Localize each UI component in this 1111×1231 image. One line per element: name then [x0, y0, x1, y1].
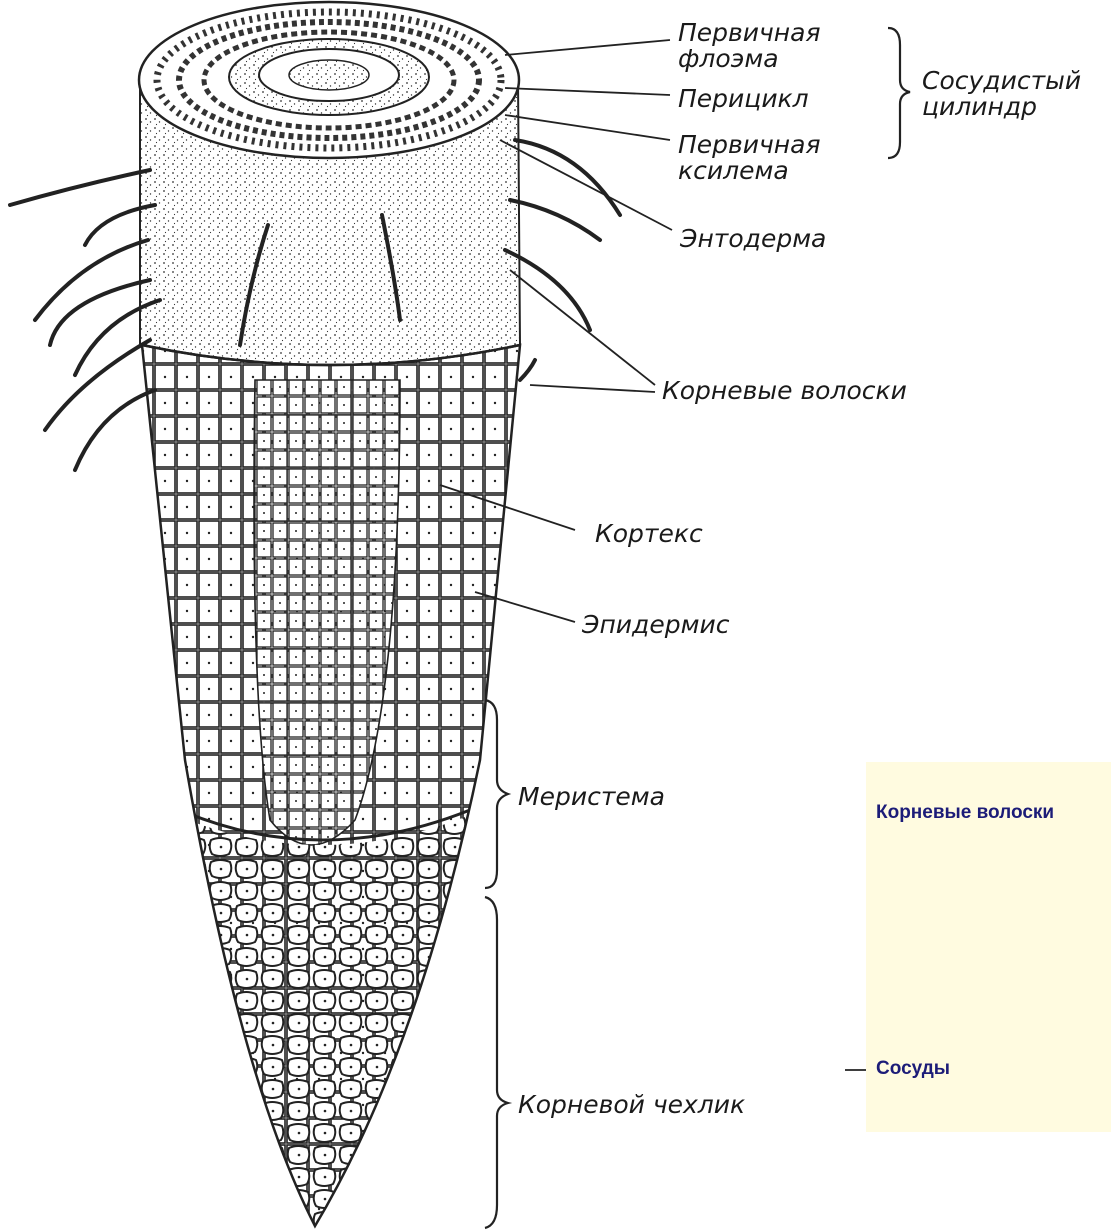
label-primary-phloem: Первичная флоэма	[678, 20, 821, 72]
label-vascular-cylinder: Сосудистый цилиндр	[922, 68, 1081, 120]
label-pericycle: Перицикл	[678, 86, 809, 112]
label-primary-xylem: Первичная ксилема	[678, 132, 821, 184]
root-cross-section	[139, 2, 519, 158]
label-epidermis: Эпидермис	[582, 612, 729, 638]
label-endoderm: Энтодерма	[680, 226, 826, 252]
label-root-cap: Корневой чехлик	[518, 1092, 745, 1118]
panel-label-root-hairs: Корневые волоски	[876, 802, 1054, 824]
label-meristem: Меристема	[518, 784, 665, 810]
annotation-panel: Корневые волоски Сосуды	[866, 762, 1111, 1132]
label-root-hairs: Корневые волоски	[662, 378, 907, 404]
panel-label-vessels: Сосуды	[876, 1058, 950, 1080]
label-cortex: Кортекс	[595, 521, 703, 547]
root-body	[130, 80, 530, 1231]
